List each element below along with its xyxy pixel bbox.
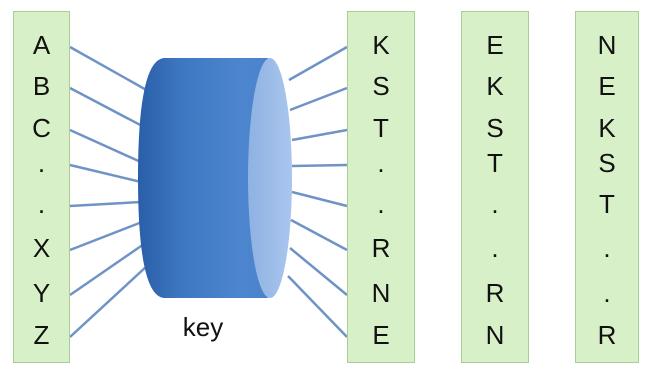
- letter-left-5: .: [37, 189, 46, 219]
- letter-mid3-2: E: [598, 71, 616, 101]
- letter-mid3-7: .: [603, 278, 611, 308]
- wire-left-3: [69, 128, 144, 165]
- letter-left-3: C: [32, 113, 51, 143]
- letter-left-6: X: [32, 233, 51, 263]
- letter-mid2-3: S: [486, 113, 504, 143]
- letter-left-2: B: [32, 71, 51, 101]
- letter-mid1-3: T: [373, 113, 389, 143]
- input-wires: [69, 45, 151, 338]
- letter-mid2-8: N: [485, 320, 505, 350]
- key-label: key: [182, 312, 224, 342]
- wire-left-4: [69, 163, 142, 184]
- letter-mid1-4: .: [377, 148, 385, 178]
- wire-left-5: [69, 200, 142, 208]
- letter-left-1: A: [32, 30, 51, 60]
- letter-mid1-7: N: [371, 278, 391, 308]
- wire-left-8: [69, 265, 148, 338]
- letter-left-8: Z: [33, 320, 50, 350]
- letter-mid1-8: E: [372, 320, 390, 350]
- letter-mid3-1: N: [597, 30, 617, 60]
- letter-mid3-5: T: [599, 189, 615, 219]
- wire-right-5: [291, 190, 348, 208]
- wire-left-6: [69, 220, 143, 252]
- wire-right-4: [291, 163, 348, 168]
- wire-right-3: [291, 128, 348, 142]
- letter-mid2-5: .: [491, 189, 499, 219]
- letter-mid1-2: S: [372, 71, 390, 101]
- letter-mid1-6: R: [371, 233, 391, 263]
- wire-left-7: [69, 242, 145, 297]
- letter-mid2-2: K: [486, 71, 504, 101]
- letter-left-4: .: [37, 148, 46, 178]
- letter-left-7: Y: [32, 278, 51, 308]
- wire-right-1: [288, 45, 348, 82]
- letter-mid2-1: E: [486, 30, 504, 60]
- letter-mid2-4: T: [487, 148, 503, 178]
- wire-left-2: [69, 86, 147, 130]
- letter-mid2-6: .: [491, 233, 499, 263]
- letter-mid1-1: K: [372, 30, 390, 60]
- wire-right-6: [290, 218, 348, 252]
- wire-right-7: [289, 247, 348, 296]
- wire-left-1: [69, 45, 151, 94]
- letter-mid1-5: .: [377, 189, 385, 219]
- wire-right-2: [289, 86, 348, 112]
- letter-mid3-4: S: [598, 148, 616, 178]
- letter-mid3-8: R: [597, 320, 617, 350]
- rotor-face: [248, 58, 292, 298]
- letter-mid3-3: K: [598, 113, 616, 143]
- letter-mid3-6: .: [603, 233, 611, 263]
- output-wires: [287, 45, 348, 338]
- letter-mid2-7: R: [485, 278, 505, 308]
- key-rotor: [138, 58, 292, 298]
- wire-right-8: [287, 275, 348, 338]
